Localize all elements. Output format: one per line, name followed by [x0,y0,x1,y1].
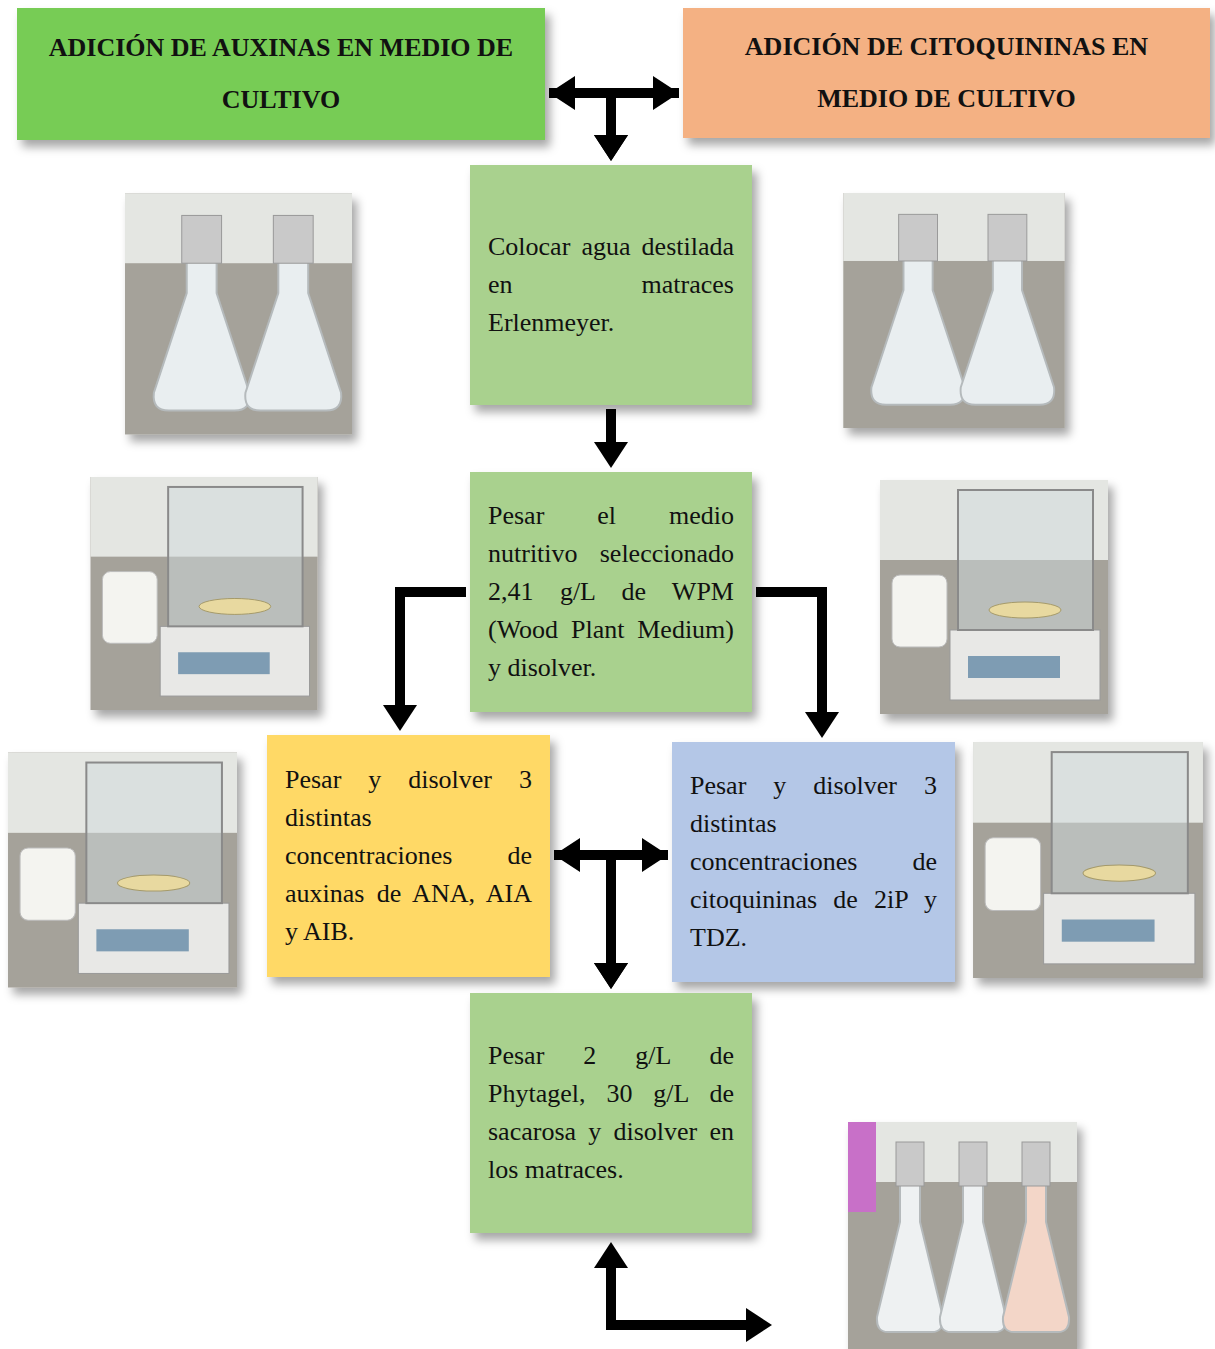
flow-arrow [549,93,611,141]
header-box: ADICIÓN DE AUXINAS EN MEDIO DE CULTIVO [17,8,545,140]
process-box: Pesar 2 g/L de Phytagel, 30 g/L de sacar… [470,993,752,1233]
node-text: Pesar el medio nutritivo seleccionado 2,… [488,497,734,687]
balance-photo [973,742,1203,978]
double-arrow [611,1262,752,1325]
flow-arrow [606,409,616,448]
balance-photo [8,752,237,987]
flow-arrow [611,855,668,969]
node-text: ADICIÓN DE AUXINAS EN MEDIO DE CULTIVO [37,22,525,126]
node-text: Colocar agua destilada en matraces Erlen… [488,228,734,342]
flask-photo [843,193,1064,428]
flow-arrow [554,855,611,969]
flask-photo [848,1122,1077,1349]
node-text: Pesar y disolver 3 distintas concentraci… [285,761,532,951]
header-box: ADICIÓN DE CITOQUININAS EN MEDIO DE CULT… [683,8,1210,138]
process-box: Pesar y disolver 3 distintas concentraci… [672,742,955,982]
node-text: ADICIÓN DE CITOQUININAS EN MEDIO DE CULT… [703,21,1190,125]
node-text: Pesar 2 g/L de Phytagel, 30 g/L de sacar… [488,1037,734,1189]
balance-photo [880,480,1108,714]
flow-arrow [611,93,679,141]
flow-arrow [756,592,822,718]
flask-photo [125,194,352,435]
process-box: Pesar el medio nutritivo seleccionado 2,… [470,472,752,712]
process-box: Pesar y disolver 3 distintas concentraci… [267,735,550,977]
balance-photo [90,477,317,710]
flow-arrow [400,592,466,711]
process-box: Colocar agua destilada en matraces Erlen… [470,165,752,405]
node-text: Pesar y disolver 3 distintas concentraci… [690,767,937,957]
